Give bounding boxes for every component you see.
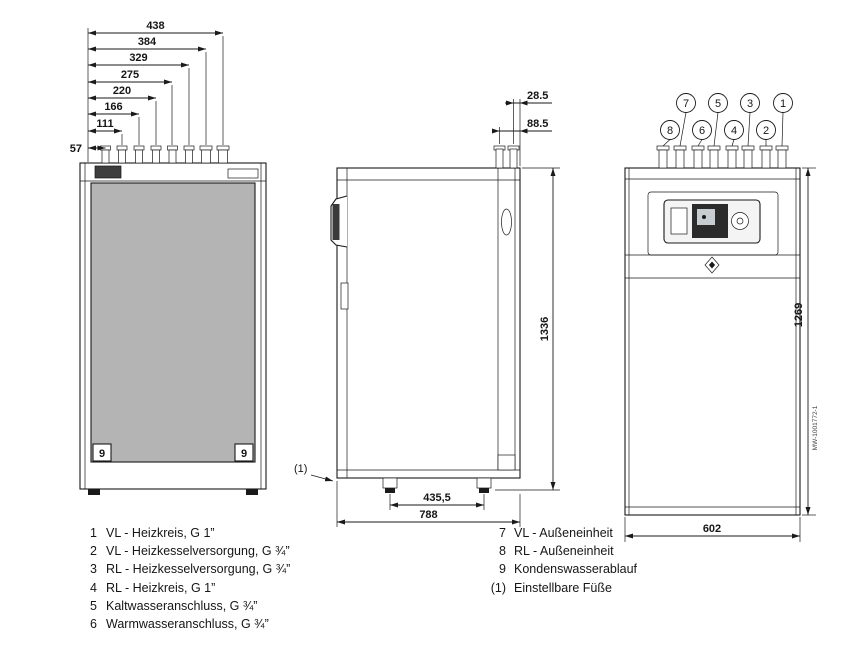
- legend-label-5: Kaltwasseranschluss, G ¾”: [106, 599, 257, 613]
- back-view: 438 384 329 275 220 166 111 57 9 9: [70, 20, 267, 495]
- legend-label-feet: Einstellbare Füße: [514, 581, 612, 595]
- front-view-callouts: 7 5 3 1 8 6 4 2: [660, 93, 793, 147]
- side-view-height-dimension: 1336: [495, 167, 560, 491]
- callout-7: 7: [683, 98, 689, 110]
- side-pipe-column-base: [497, 454, 516, 471]
- back-view-callout-9-left: 9: [92, 443, 112, 462]
- legend-label-3: RL - Heizkesselversorgung, G ¾”: [106, 562, 290, 576]
- side-unit-outline: [336, 167, 521, 479]
- brand-logo: [704, 256, 720, 274]
- control-panel-card: [670, 207, 688, 235]
- front-view-unit-body: [624, 167, 801, 516]
- callout-3: 3: [747, 98, 753, 110]
- side-pipe-slot: [501, 208, 512, 236]
- legend-label-7: VL - Außeneinheit: [514, 526, 613, 540]
- back-top-vent: [227, 168, 259, 179]
- back-top-block: [94, 165, 122, 179]
- callout-8: 8: [667, 125, 673, 137]
- adjustable-feet-reference: (1): [294, 463, 334, 482]
- front-view-width-dimension: 602: [624, 517, 801, 542]
- side-dim-28-5: 28.5: [527, 90, 548, 102]
- side-dim-1336: 1336: [539, 317, 551, 341]
- back-panel: [90, 182, 256, 463]
- legend-label-2: VL - Heizkesselversorgung, G ¾”: [106, 544, 290, 558]
- back-dim-57: 57: [70, 143, 82, 155]
- back-foot-left: [88, 489, 100, 495]
- legend-num-7: 7: [499, 526, 506, 540]
- callout-9-left-label: 9: [99, 448, 105, 460]
- back-view-callout-9-right: 9: [234, 443, 254, 462]
- legend-num-8: 8: [499, 544, 506, 558]
- document-number: MW-1001772-1: [812, 405, 819, 450]
- side-view-unit-body: [330, 145, 521, 493]
- callout-5: 5: [715, 98, 721, 110]
- callout-6: 6: [699, 125, 705, 137]
- side-view: 28.5 88.5 1336 435,5 788 (1): [294, 90, 560, 527]
- front-view: 7 5 3 1 8 6 4 2 1269 MW-1001772-1: [624, 93, 819, 542]
- legend-num-5: 5: [90, 599, 97, 613]
- legend-num-feet: (1): [491, 581, 506, 595]
- back-dim-438: 438: [146, 20, 164, 32]
- display-dot: [702, 215, 706, 219]
- legend-num-1: 1: [90, 526, 97, 540]
- legend-num-6: 6: [90, 617, 97, 631]
- legend: 1 VL - Heizkreis, G 1” 2 VL - Heizkessel…: [90, 526, 637, 631]
- side-feet: [382, 477, 492, 493]
- legend-num-4: 4: [90, 581, 97, 595]
- legend-num-2: 2: [90, 544, 97, 558]
- back-view-dimensions: 438 384 329 275 220 166 111 57: [70, 20, 224, 162]
- legend-num-3: 3: [90, 562, 97, 576]
- callout-1: 1: [780, 98, 786, 110]
- legend-num-9: 9: [499, 562, 506, 576]
- back-foot-right: [246, 489, 258, 495]
- front-dim-602: 602: [703, 523, 721, 535]
- callout-9-right-label: 9: [241, 448, 247, 460]
- legend-label-1: VL - Heizkreis, G 1”: [106, 526, 215, 540]
- side-control-panel-dark: [332, 204, 340, 240]
- back-dim-220: 220: [113, 85, 131, 97]
- back-view-pipes: [100, 145, 230, 164]
- back-dim-329: 329: [129, 52, 147, 64]
- back-dim-111: 111: [96, 118, 113, 130]
- legend-label-6: Warmwasseranschluss, G ¾”: [106, 617, 269, 631]
- front-view-pipes: [656, 145, 789, 169]
- side-dim-435-5: 435,5: [423, 492, 451, 504]
- legend-label-8: RL - Außeneinheit: [514, 544, 614, 558]
- side-view-bottom-dimensions: 435,5 788: [336, 481, 521, 527]
- callout-2: 2: [763, 125, 769, 137]
- side-view-top-dimensions: 28.5 88.5: [492, 90, 552, 166]
- back-dim-275: 275: [121, 69, 139, 81]
- back-view-unit-body: [79, 162, 267, 495]
- front-view-height-dimension: 1269 MW-1001772-1: [793, 167, 819, 516]
- side-dim-788: 788: [419, 509, 437, 521]
- back-dim-166: 166: [104, 101, 122, 113]
- feet-ref-label: (1): [294, 463, 307, 475]
- control-panel: [663, 199, 761, 244]
- back-dim-384: 384: [138, 36, 157, 48]
- legend-label-4: RL - Heizkreis, G 1”: [106, 581, 215, 595]
- front-dim-1269: 1269: [793, 303, 805, 327]
- side-dim-88-5: 88.5: [527, 118, 548, 130]
- callout-4: 4: [731, 125, 737, 137]
- side-front-detail: [340, 282, 349, 310]
- legend-label-9: Kondenswasserablauf: [514, 562, 638, 576]
